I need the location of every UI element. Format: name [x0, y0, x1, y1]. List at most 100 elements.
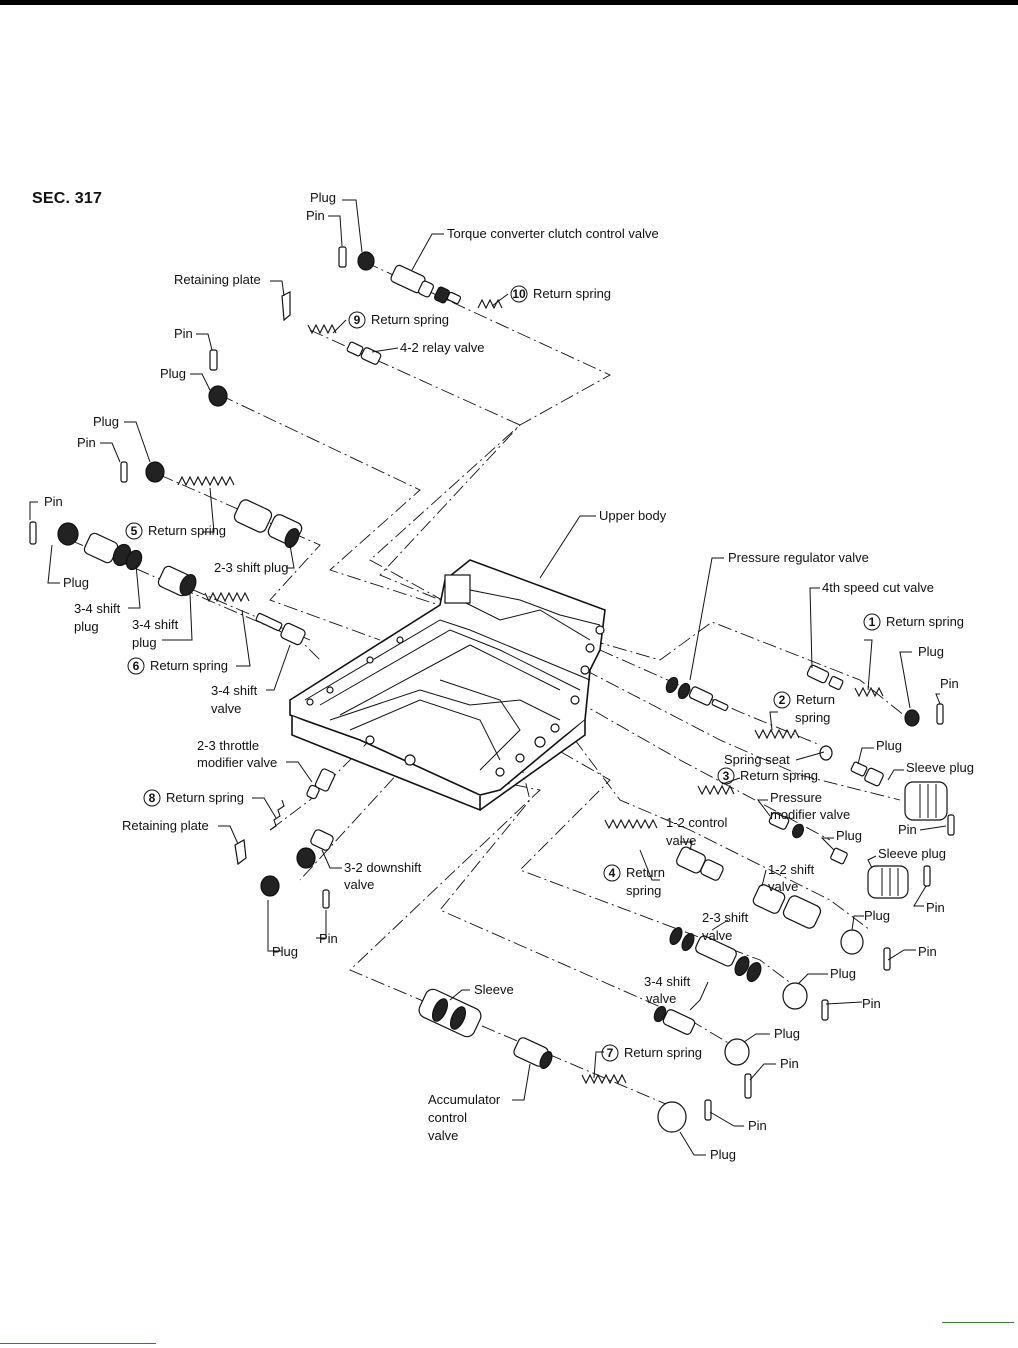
sleeve-part [418, 988, 482, 1038]
upper-body [289, 559, 606, 812]
shift-plug-2-3-part [233, 499, 303, 549]
control-valve-1-2-part [676, 846, 724, 881]
return-spring-4-part [604, 818, 658, 830]
label-plug-7: Plug [836, 828, 862, 843]
label-return-spring-1: Return spring [886, 614, 964, 629]
callout-10 [510, 285, 528, 303]
label-tcc-valve: Torque converter clutch control valve [447, 226, 659, 241]
label-relay-valve: 4-2 relay valve [400, 340, 485, 355]
label-plug-5: Plug [918, 644, 944, 659]
pin-part [338, 246, 347, 268]
label-plug-8: Plug [864, 908, 890, 923]
label-shift-1-2-line2: valve [768, 879, 798, 894]
label-return-spring-4: Return [626, 865, 665, 880]
callout-4-text: 4 [609, 866, 616, 880]
downshift-valve-part [296, 829, 334, 869]
pin-part [744, 1073, 752, 1099]
label-plug-10: Plug [774, 1026, 800, 1041]
plug-part [657, 1101, 687, 1133]
callout-1 [863, 613, 881, 631]
label-plug-4: Plug [63, 575, 89, 590]
plug-part [782, 982, 808, 1010]
pin-part [322, 889, 330, 909]
label-plug: Plug [310, 190, 336, 205]
accumulator-valve-part [513, 1037, 553, 1070]
label-shift-2-3-line2: valve [702, 928, 732, 943]
pin-part [947, 814, 955, 836]
return-spring-3-part [697, 784, 735, 796]
pin-part [209, 349, 218, 371]
label-pin-10: Pin [780, 1056, 799, 1071]
label-pressure-modifier: Pressure [770, 790, 822, 805]
label-accumulator: Accumulator [428, 1092, 501, 1107]
label-return-spring-2-line2: spring [795, 710, 830, 725]
label-sleeve-plug-2: Sleeve plug [878, 846, 946, 861]
label-spring-seat: Spring seat [724, 752, 790, 767]
pin-part [29, 521, 37, 545]
label-retaining-plate-2: Retaining plate [122, 818, 209, 833]
label-accumulator-line2: control [428, 1110, 467, 1125]
sleeve-plug-part [904, 781, 948, 821]
throttle-modifier-part [306, 768, 336, 800]
plug-part [840, 929, 864, 955]
label-plug-3: Plug [93, 414, 119, 429]
return-spring-8-part [269, 799, 285, 831]
plug-part [145, 461, 165, 483]
label-pin-4: Pin [44, 494, 63, 509]
section-code: SEC. 317 [32, 190, 103, 207]
label-downshift-line2: valve [344, 877, 374, 892]
shift-plug-3-4b-part [157, 565, 197, 597]
label-pin-12: Pin [319, 931, 338, 946]
label-return-spring-8: Return spring [166, 790, 244, 805]
shift-valve-3-4-part [255, 612, 306, 646]
callout-7 [601, 1044, 619, 1062]
link-underline-right[interactable] [942, 1322, 1014, 1323]
tcc-valve-part [390, 264, 462, 305]
callout-6 [127, 657, 145, 675]
link-underline-left[interactable] [0, 1343, 156, 1344]
label-plug-12: Plug [272, 944, 298, 959]
label-shift-2-3: 2-3 shift [702, 910, 749, 925]
label-return-spring-9: Return spring [371, 312, 449, 327]
callout-3 [717, 767, 735, 785]
callout-4 [603, 864, 621, 882]
sleeve-plug-2-part [867, 865, 909, 899]
label-pressure-regulator: Pressure regulator valve [728, 550, 869, 565]
label-pin: Pin [306, 208, 325, 223]
plug-part [357, 251, 375, 271]
label-shift-plug-3-4-line2: plug [74, 619, 99, 634]
label-plug-2: Plug [160, 366, 186, 381]
label-shift-valve-3-4-line2: valve [211, 701, 241, 716]
speed-cut-valve-part [806, 664, 844, 691]
callout-5-text: 5 [131, 524, 138, 538]
label-throttle-modifier: 2-3 throttle [197, 738, 259, 753]
label-return-spring-6: Return spring [150, 658, 228, 673]
label-return-spring-2: Return [796, 692, 835, 707]
callout-7-text: 7 [607, 1046, 614, 1060]
plug-part [57, 522, 79, 546]
label-retaining-plate: Retaining plate [174, 272, 261, 287]
callout-5 [125, 522, 143, 540]
pressure-modifier-valve-part [768, 812, 848, 865]
return-spring-5-part [177, 475, 235, 487]
return-spring-6-part [204, 591, 250, 603]
label-shift-plug-3-4b: 3-4 shift [132, 617, 179, 632]
label-downshift: 3-2 downshift [344, 860, 422, 875]
label-shift-plug-3-4b-line2: plug [132, 635, 157, 650]
label-pressure-modifier-line2: modifier valve [770, 807, 850, 822]
label-sleeve: Sleeve [474, 982, 514, 997]
label-accumulator-line3: valve [428, 1128, 458, 1143]
shift-valve-3-4b-part [653, 1005, 696, 1035]
shift-valve-1-2-part [752, 884, 822, 929]
label-shift-plug-2-3: 2-3 shift plug [214, 560, 288, 575]
leader-lines [29, 199, 947, 1156]
labels: Plug Pin Torque converter clutch control… [44, 190, 974, 1162]
pin-part [704, 1099, 712, 1121]
plug-part [904, 709, 920, 727]
callout-8-text: 8 [149, 791, 156, 805]
plug-part [260, 875, 280, 897]
label-sleeve-plug: Sleeve plug [906, 760, 974, 775]
label-control-1-2: 1-2 control [666, 815, 728, 830]
pin-part [120, 461, 128, 483]
parts-lower-left [234, 768, 336, 909]
